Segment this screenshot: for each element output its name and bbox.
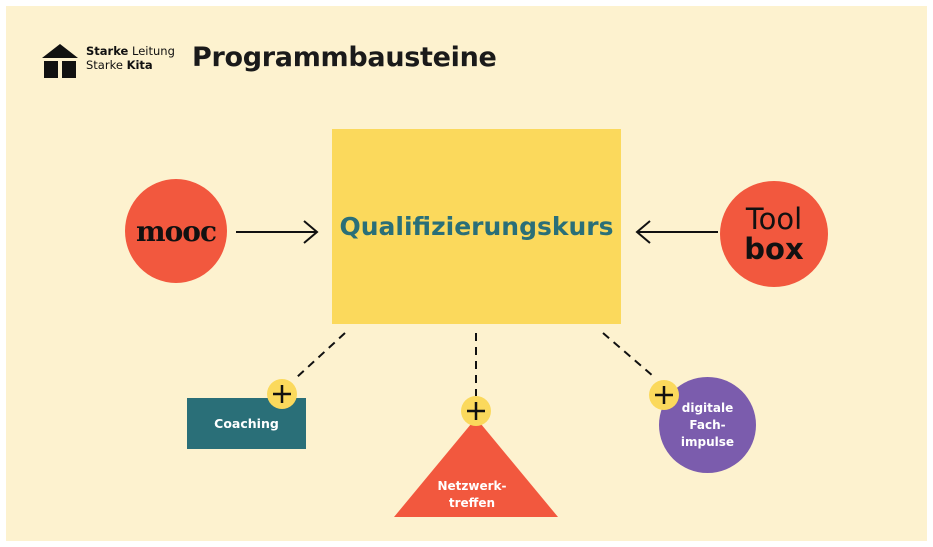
netzwerk-triangle	[394, 418, 558, 517]
logo-line1-bold: Starke	[86, 44, 129, 58]
plus-icon	[461, 396, 491, 426]
logo-line2-rest: Starke	[86, 58, 127, 72]
arrow-right-icon	[236, 220, 319, 244]
toolbox-line2: box	[744, 232, 804, 266]
toolbox-circle: Tool box	[720, 181, 828, 287]
connector-digital	[602, 332, 654, 377]
plus-icon	[267, 379, 297, 409]
house-logo-icon	[42, 44, 78, 78]
netzwerk-line2: treffen	[448, 496, 496, 510]
logo-text: Starke Leitung Starke Kita	[86, 44, 175, 72]
mooc-circle: mooc	[125, 179, 227, 283]
toolbox-line1: Tool	[745, 202, 803, 236]
qualifizierungskurs-box: Qualifizierungskurs	[332, 129, 621, 324]
logo-line2-bold: Kita	[126, 58, 153, 72]
arrow-left-icon	[635, 220, 718, 244]
plus-icon	[649, 380, 679, 410]
logo-line1-rest: Leitung	[128, 44, 175, 58]
page-title: Programmbausteine	[192, 42, 497, 73]
digital-circle: digitale Fach- impulse	[659, 377, 756, 473]
digital-line3: impulse	[680, 434, 735, 449]
connector-coaching	[295, 332, 346, 379]
digital-line1: digitale	[681, 400, 734, 415]
mooc-label: mooc	[135, 214, 217, 248]
netzwerk-label: Netzwerk- treffen	[432, 478, 512, 512]
digital-line2: Fach-	[689, 417, 726, 432]
netzwerk-line1: Netzwerk-	[437, 479, 507, 493]
